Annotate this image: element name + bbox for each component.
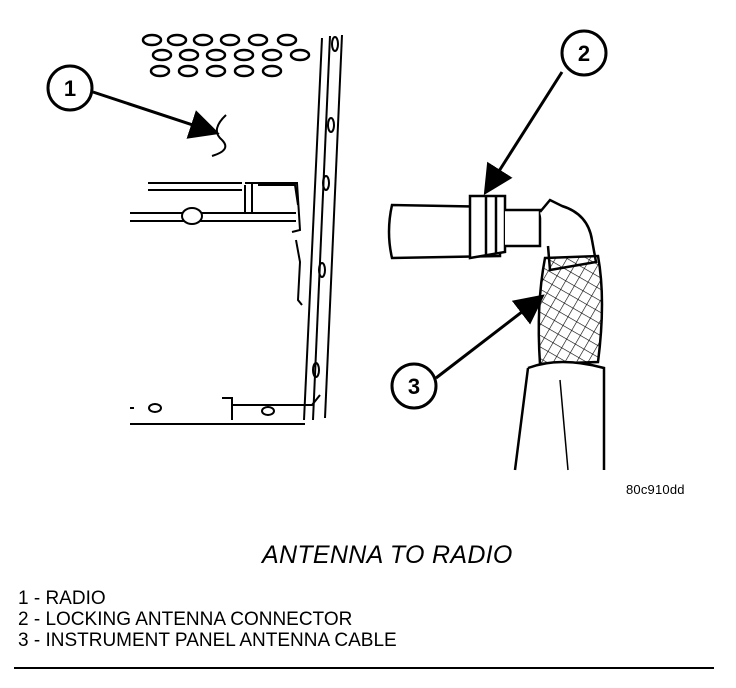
radio-housing xyxy=(130,34,343,425)
legend: 1 - RADIO 2 - LOCKING ANTENNA CONNECTOR … xyxy=(18,588,397,651)
antenna-cable xyxy=(513,254,606,471)
callout-3-label: 3 xyxy=(408,374,420,399)
callout-3: 3 xyxy=(390,362,438,410)
figure-caption: ANTENNA TO RADIO xyxy=(262,541,513,569)
legend-item-radio: 1 - RADIO xyxy=(18,588,106,609)
figure-id: 80c910dd xyxy=(626,482,685,497)
callout-1-label: 1 xyxy=(64,76,76,101)
antenna-radio-illustration: 1 2 3 xyxy=(46,29,608,471)
legend-item-cable: 3 - INSTRUMENT PANEL ANTENNA CABLE xyxy=(18,630,397,651)
callout-leaders xyxy=(92,71,564,380)
callout-2: 2 xyxy=(560,29,608,77)
callout-1: 1 xyxy=(46,64,94,112)
legend-item-connector: 2 - LOCKING ANTENNA CONNECTOR xyxy=(18,609,353,630)
bottom-divider xyxy=(14,667,714,669)
radio-vent-holes xyxy=(141,33,311,78)
callout-2-label: 2 xyxy=(578,41,590,66)
locking-antenna-connector xyxy=(387,194,598,272)
